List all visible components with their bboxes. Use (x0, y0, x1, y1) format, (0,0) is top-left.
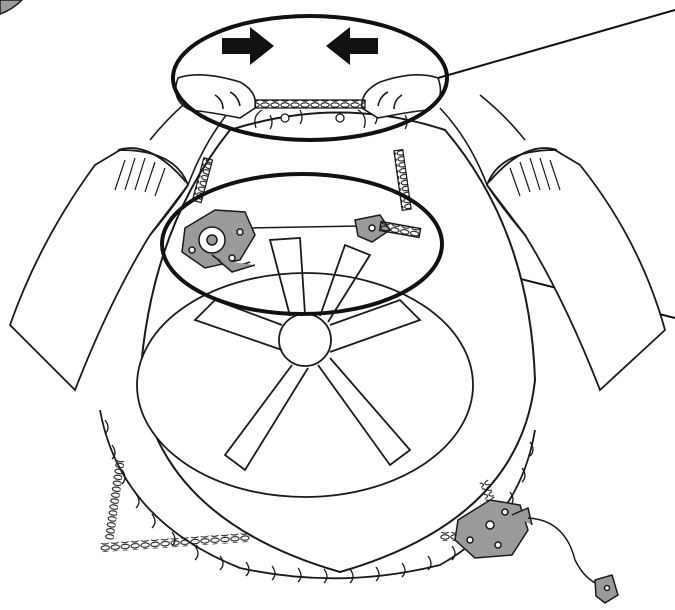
arrow-right-icon (222, 27, 274, 65)
hub-cap (279, 314, 331, 366)
chain-left-drop (104, 460, 124, 540)
top-left-hand (176, 75, 256, 118)
arrow-left-icon (326, 27, 378, 65)
chain-bottom-left (100, 533, 250, 552)
corner-fragment (0, 0, 22, 14)
callout-leader-line-top (438, 10, 675, 78)
